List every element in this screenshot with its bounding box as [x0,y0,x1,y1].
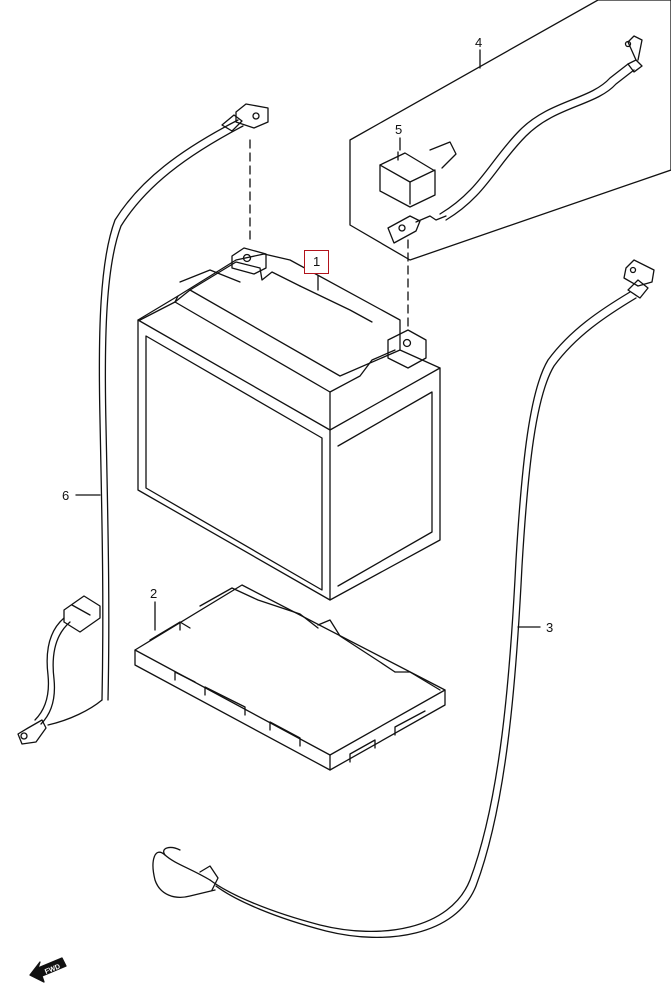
lead-cable[interactable] [17,103,269,745]
positive-cable-panel [349,0,671,261]
positive-cable[interactable] [387,35,643,244]
callout-part-4: 4 [475,35,483,50]
battery-tray[interactable] [134,584,446,771]
terminal-cap[interactable] [379,137,457,208]
long-cable[interactable] [152,259,655,939]
callout-part-3: 3 [546,620,554,635]
callout-part-5: 5 [395,122,403,137]
callout-part-6: 6 [62,488,70,503]
callout-part-2: 2 [150,586,158,601]
fwd-arrow-icon [29,957,67,983]
battery[interactable] [137,239,441,601]
callout-part-1: 1 [304,250,330,274]
